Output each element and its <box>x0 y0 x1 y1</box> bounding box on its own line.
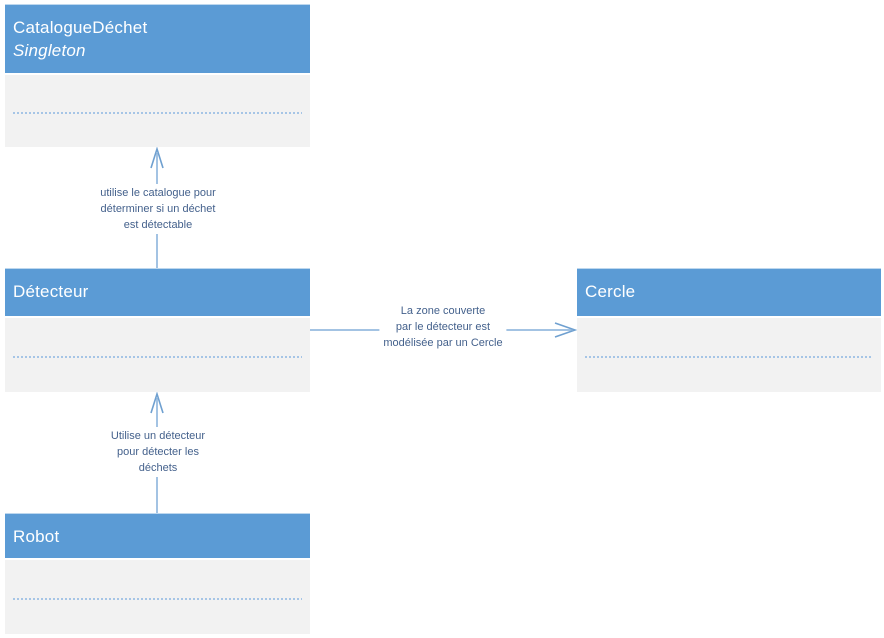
class-robot-header: Robot <box>5 513 310 560</box>
class-cataloguedechet-body <box>5 75 310 147</box>
connector-detecteur-to-cercle-label: La zone couverte par le détecteur est mo… <box>379 302 507 352</box>
class-robot-body <box>5 560 310 634</box>
label-line: modélisée par un Cercle <box>383 337 503 349</box>
class-cataloguedechet: CatalogueDéchet Singleton <box>5 4 310 147</box>
arrowhead-up-icon <box>150 147 164 169</box>
class-cataloguedechet-stereotype: Singleton <box>13 41 86 60</box>
class-cataloguedechet-title: CatalogueDéchet <box>13 18 148 37</box>
class-robot-title: Robot <box>13 527 60 546</box>
class-robot: Robot <box>5 513 310 634</box>
class-detecteur-body <box>5 318 310 392</box>
class-cataloguedechet-header: CatalogueDéchet Singleton <box>5 4 310 75</box>
class-cercle: Cercle <box>577 268 881 392</box>
label-line: pour détecter les <box>117 446 199 458</box>
class-robot-divider <box>13 598 302 601</box>
class-cercle-divider <box>585 356 873 359</box>
connector-detecteur-to-catalogue-label: utilise le catalogue pour déterminer si … <box>96 184 220 234</box>
label-line: Utilise un détecteur <box>110 430 206 442</box>
class-cercle-title: Cercle <box>585 282 636 301</box>
label-line: utilise le catalogue pour <box>100 187 216 199</box>
class-detecteur-title: Détecteur <box>13 282 89 301</box>
connector-robot-to-detecteur-label: Utilise un détecteur pour détecter les d… <box>106 427 210 477</box>
label-line: La zone couverte <box>400 305 486 317</box>
label-line: déchets <box>138 462 178 474</box>
label-line: est détectable <box>123 219 193 231</box>
label-line: déterminer si un déchet <box>100 203 216 215</box>
class-cercle-body <box>577 318 881 392</box>
class-detecteur-divider <box>13 356 302 359</box>
class-detecteur-header: Détecteur <box>5 268 310 318</box>
class-detecteur: Détecteur <box>5 268 310 392</box>
arrowhead-up-icon <box>150 392 164 414</box>
label-line: par le détecteur est <box>395 321 491 333</box>
class-cercle-header: Cercle <box>577 268 881 318</box>
class-cataloguedechet-divider <box>13 112 302 115</box>
arrowhead-right-icon <box>554 322 577 338</box>
